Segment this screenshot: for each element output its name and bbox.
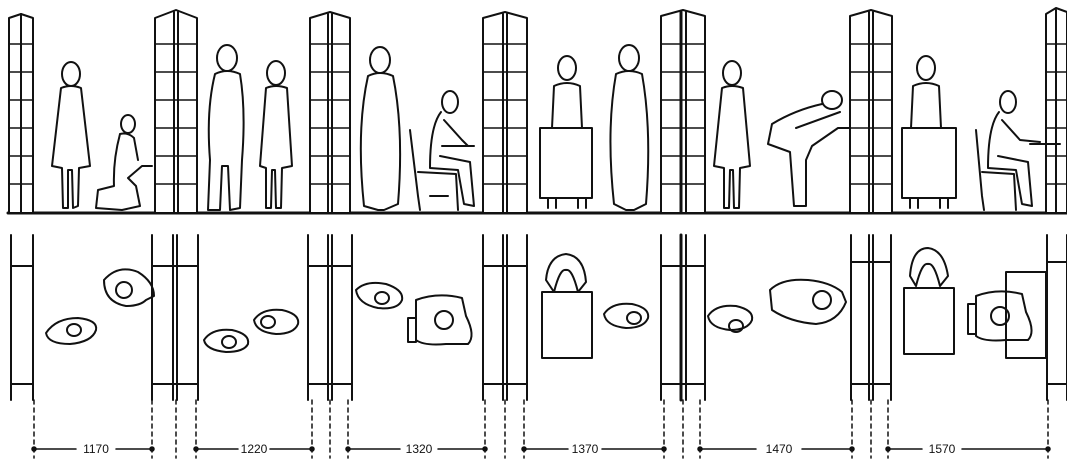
plan-chair-1	[542, 254, 592, 358]
person-kneeling-reading	[96, 115, 152, 210]
bookcase-elevation-6	[850, 10, 892, 213]
dim-line-3	[346, 447, 487, 451]
bookcase-plan-5	[661, 235, 705, 400]
dimension-row	[32, 400, 1050, 458]
dim-line-4	[522, 447, 666, 451]
dim-label-1: 1170	[83, 442, 109, 456]
person-standing-3	[260, 61, 292, 208]
plan-person-1	[46, 318, 96, 344]
dim-line-2	[194, 447, 314, 451]
bookcase-plan-6	[851, 235, 891, 400]
plan-person-4	[356, 283, 402, 308]
plan-person-5	[604, 304, 648, 328]
plan-person-kneeling	[104, 269, 154, 306]
plan-view	[11, 235, 1067, 400]
dimension-labels: 1170 1220 1320 1370 1470 1570	[83, 442, 956, 456]
bookcase-plan-1	[11, 235, 33, 400]
dim-label-4: 1370	[572, 442, 599, 456]
elevation-view	[8, 8, 1067, 213]
dim-label-6: 1570	[929, 442, 956, 456]
person-standing-4	[361, 47, 400, 210]
dim-label-2: 1220	[241, 442, 268, 456]
dim-line-6	[886, 447, 1050, 451]
chair-back-person-2	[902, 56, 956, 208]
bookcase-plan-4	[483, 235, 527, 400]
bookcase-elevation-7	[1046, 8, 1067, 213]
person-standing-6	[714, 61, 750, 208]
bookcase-plan-2	[152, 235, 198, 400]
bookcase-elevation-4	[483, 12, 527, 213]
bookcase-plan-3	[308, 235, 352, 400]
plan-person-seated-2	[968, 272, 1046, 358]
chair-back-person	[540, 56, 592, 208]
bookcase-elevation-2	[155, 10, 197, 213]
bookcase-plan-7	[1047, 235, 1067, 400]
plan-person-6	[708, 306, 752, 332]
plan-person-bending	[770, 280, 846, 324]
dim-line-1	[32, 447, 154, 451]
bookcase-elevation-5	[661, 10, 705, 213]
person-standing-2	[208, 45, 244, 210]
plan-person-3	[254, 310, 298, 334]
bookcase-elevation-1	[9, 14, 33, 213]
plan-person-seated	[408, 295, 472, 344]
dim-label-5: 1470	[766, 442, 793, 456]
person-standing-5	[610, 45, 648, 210]
dim-label-3: 1320	[406, 442, 433, 456]
dim-line-5	[698, 447, 854, 451]
person-seated-reading	[410, 91, 474, 210]
plan-person-2	[204, 330, 248, 352]
person-seated-reading-2	[976, 91, 1060, 210]
plan-chair-2	[904, 248, 954, 354]
bookcase-elevation-3	[310, 12, 350, 213]
person-standing-1	[52, 62, 90, 208]
person-bending	[768, 91, 850, 206]
